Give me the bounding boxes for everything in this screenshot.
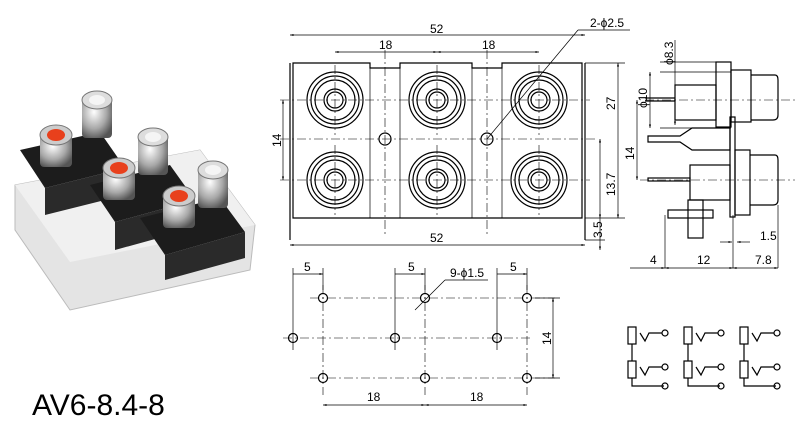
jack-outlines: [306, 65, 568, 215]
schematic-channel: [683, 326, 725, 390]
dim-depth-a: 4: [650, 253, 657, 267]
schematic-channel: [627, 326, 669, 390]
dim-side-row-pitch: 14: [623, 146, 637, 160]
dim-height: 27: [604, 96, 618, 110]
front-view: 52 18 18 2-ϕ2.5 14 27 13.7 3.5 52: [270, 16, 630, 250]
dim-width-top: 52: [430, 22, 444, 36]
dim-pitch-left: 18: [379, 38, 393, 52]
dim-hole-note: 2-ϕ2.5: [590, 16, 624, 30]
pin-hole: [419, 292, 431, 304]
jack-module-3: [140, 160, 245, 280]
dim-offset-1: 5: [304, 260, 311, 274]
dim-depth-b: 12: [697, 253, 711, 267]
dim-pcb-pitch-left: 18: [367, 390, 381, 404]
pin-hole: [317, 372, 329, 384]
product-photo: [14, 90, 256, 311]
dim-pin-hole-note: 9-ϕ1.5: [450, 266, 484, 280]
dim-pin-offset: 1.5: [760, 229, 777, 243]
pin-hole: [419, 372, 431, 384]
pcb-layout: 5 5 5 9-ϕ1.5 14 18 18: [283, 260, 560, 407]
pin-hole: [521, 292, 533, 304]
model-number: AV6-8.4-8: [32, 389, 165, 421]
dim-row-span: 14: [540, 331, 554, 345]
dim-dia-outer: ϕ8.3: [662, 41, 676, 65]
dim-offset-3: 5: [510, 260, 517, 274]
side-view: ϕ8.3 ϕ10 14 1.5 4 12 7.8: [623, 40, 795, 270]
pin-hole: [521, 372, 533, 384]
dim-width-bottom: 52: [430, 231, 444, 245]
schematic-channel: [739, 326, 781, 390]
dim-pitch-right: 18: [482, 38, 496, 52]
wiring-schematic: [627, 326, 781, 390]
dim-foot: 3.5: [591, 221, 605, 238]
dim-offset-2: 5: [408, 260, 415, 274]
dim-row-pitch: 14: [270, 133, 284, 147]
pin-hole: [317, 292, 329, 304]
dim-center-height: 13.7: [604, 172, 618, 196]
jack-outline: [306, 65, 364, 135]
dim-depth-c: 7.8: [755, 253, 772, 267]
dim-pcb-pitch-right: 18: [470, 390, 484, 404]
dim-dia-inner: ϕ10: [636, 88, 650, 108]
